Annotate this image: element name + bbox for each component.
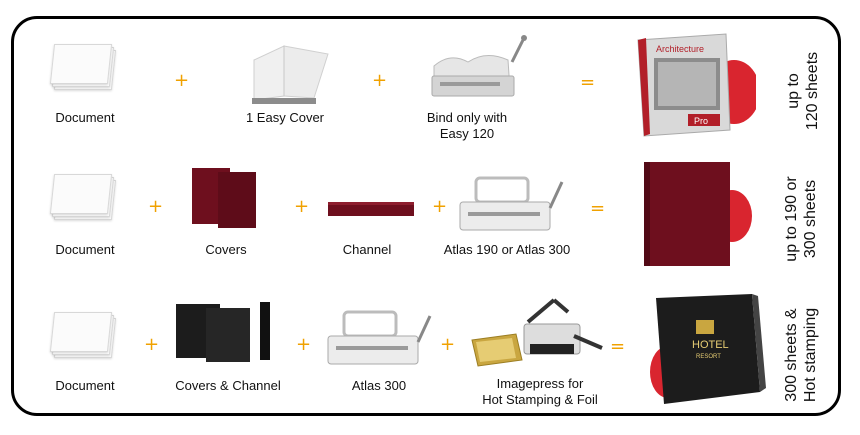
plus-sign: + <box>296 334 312 355</box>
easy-120-binder-icon <box>431 35 527 97</box>
atlas-binder-icon <box>459 176 564 231</box>
imagepress-icon <box>471 298 603 367</box>
bound-book-architecture-icon: Architecture Pro <box>637 33 756 137</box>
plus-sign: + <box>372 70 388 91</box>
plus-sign: + <box>432 196 448 217</box>
plus-sign: + <box>294 196 310 217</box>
document-icon <box>49 312 117 358</box>
bound-book-burgundy-icon <box>644 162 752 266</box>
plus-sign: + <box>440 334 456 355</box>
burgundy-covers-icon <box>192 168 256 228</box>
row2-channel-label: Channel <box>342 242 392 257</box>
row3-document-label: Document <box>55 378 115 393</box>
row1-result-label: up to 120 sheets <box>785 51 821 131</box>
hotel-title: HOTEL <box>692 339 729 351</box>
hotel-sub: RESORT <box>696 354 721 360</box>
architecture-title: Architecture <box>656 44 704 54</box>
row3-covers-channel-label: Covers & Channel <box>175 378 281 393</box>
black-covers-channel-icon <box>176 302 270 362</box>
row1-binder-label: Bind only with Easy 120 <box>426 110 508 141</box>
easy-cover-icon <box>252 45 329 104</box>
row3-result-label: 300 sheets & Hot stamping <box>783 307 819 403</box>
document-icon <box>49 174 117 220</box>
plus-sign: + <box>148 196 164 217</box>
plus-sign: + <box>174 70 190 91</box>
row3-binder-label: Atlas 300 <box>351 378 407 393</box>
row2-result-label: up to 190 or 300 sheets <box>783 176 819 262</box>
equals-sign: = <box>610 336 626 357</box>
document-icon <box>49 44 117 90</box>
row2-binder-label: Atlas 190 or Atlas 300 <box>443 242 571 257</box>
row2-covers-label: Covers <box>205 242 247 257</box>
row1-cover-label: 1 Easy Cover <box>245 110 325 125</box>
burgundy-channel-icon <box>328 202 414 216</box>
atlas-300-binder-icon <box>327 310 432 365</box>
equals-sign: = <box>580 72 596 93</box>
equals-sign: = <box>590 198 606 219</box>
bound-book-hotel-icon: HOTEL RESORT <box>650 294 766 404</box>
plus-sign: + <box>144 334 160 355</box>
architecture-badge: Pro <box>694 116 708 126</box>
row3-imagepress-label: Imagepress for Hot Stamping & Foil <box>482 376 598 407</box>
row1-document-label: Document <box>55 110 115 125</box>
row2-document-label: Document <box>55 242 115 257</box>
